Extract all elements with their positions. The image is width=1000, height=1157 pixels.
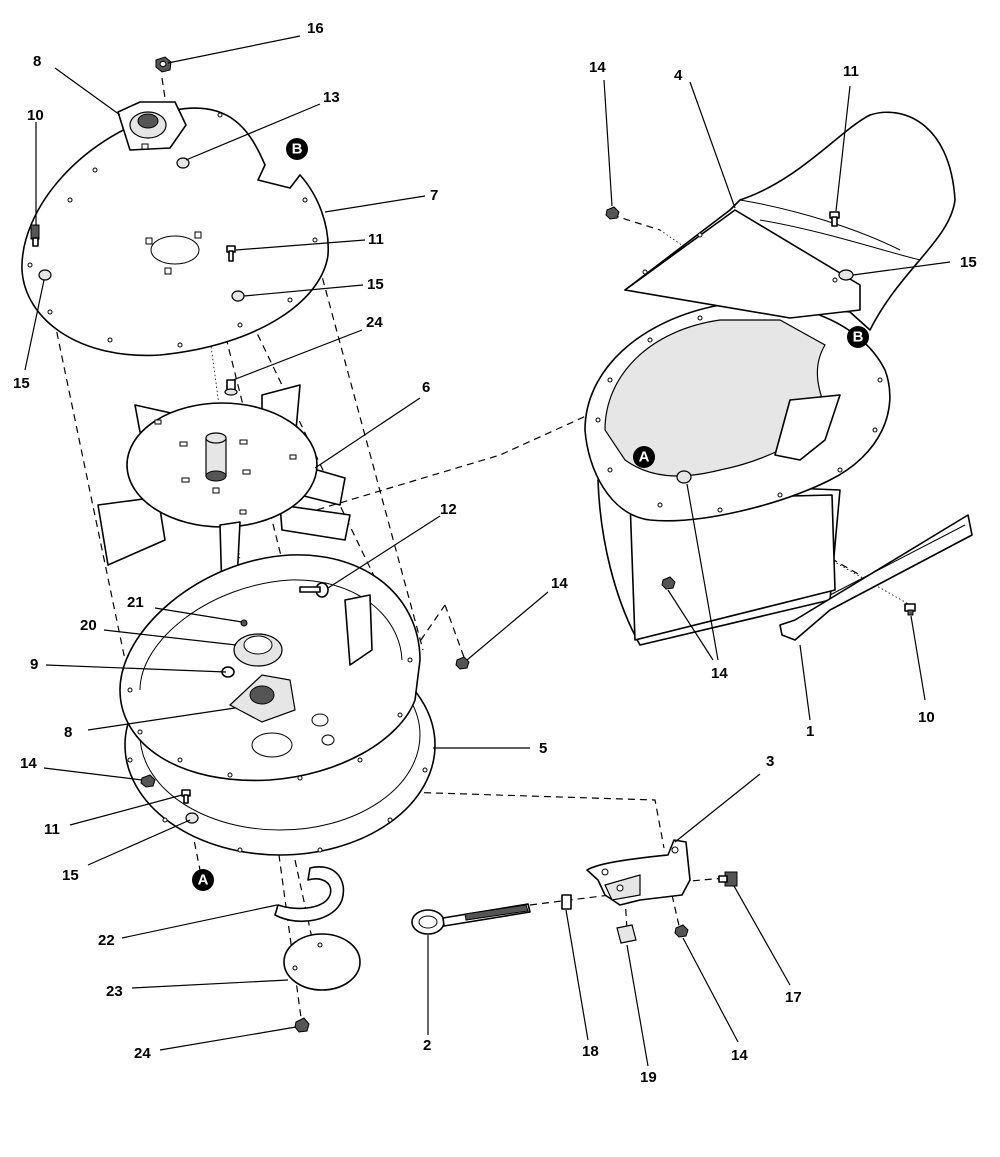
svg-text:A: A — [198, 872, 209, 889]
disc-23 — [283, 933, 361, 991]
nut-14-bracket — [674, 924, 689, 938]
callout-13: 13 — [323, 89, 340, 106]
callout-23: 23 — [106, 983, 123, 1000]
callout-15-plate: 15 — [367, 276, 384, 293]
nut-14-mid — [455, 656, 470, 670]
callout-15-chute: 15 — [960, 254, 977, 271]
washer-14-chute — [676, 470, 692, 484]
callout-10-left: 10 — [27, 107, 44, 124]
nut-14-chute-low — [661, 576, 676, 590]
deflector-strip-1 — [779, 514, 973, 641]
nut-14-left — [140, 774, 156, 788]
callout-16: 16 — [307, 20, 324, 37]
washer-15-chute — [838, 269, 854, 281]
bracket-3 — [586, 839, 691, 906]
callout-7: 7 — [430, 187, 438, 204]
callout-21: 21 — [127, 594, 144, 611]
callout-22: 22 — [98, 932, 115, 949]
c-clip-22 — [274, 866, 345, 923]
top-plate — [21, 107, 329, 357]
eye-bolt-2 — [411, 903, 531, 935]
callout-11-plate: 11 — [368, 231, 384, 248]
nut-14-chute-top — [605, 206, 620, 220]
callout-6: 6 — [422, 379, 430, 396]
nut-24-lower — [294, 1017, 310, 1033]
bolt-12 — [299, 582, 329, 598]
callout-labels: 16 8 13 10 7 11 15 15 24 6 12 21 20 9 8 … — [13, 20, 977, 1086]
callout-20: 20 — [80, 617, 97, 634]
callout-4: 4 — [674, 67, 683, 84]
washer-13 — [176, 157, 190, 169]
callout-14-mid: 14 — [551, 575, 568, 592]
marker-b-chute: B — [847, 326, 869, 348]
callout-8-top: 8 — [33, 53, 41, 70]
square-nut-19 — [616, 924, 637, 944]
callout-17: 17 — [785, 989, 802, 1006]
callout-8-low: 8 — [64, 724, 72, 741]
callout-14-left: 14 — [20, 755, 37, 772]
callout-24-top: 24 — [366, 314, 383, 331]
washer-15-plate — [231, 290, 245, 302]
top-bearing-flange — [117, 101, 187, 151]
marker-a-housing: A — [192, 869, 214, 891]
housing — [119, 554, 436, 856]
svg-text:A: A — [639, 449, 650, 466]
callout-2: 2 — [423, 1037, 431, 1054]
top-nut — [155, 56, 172, 73]
bolt-10-right — [904, 603, 916, 616]
callout-10-right: 10 — [918, 709, 935, 726]
callout-14-chute-low: 14 — [711, 665, 728, 682]
leader-lines — [24, 35, 951, 1067]
nut-18 — [561, 894, 572, 910]
callout-14-chute: 14 — [589, 59, 606, 76]
svg-text:B: B — [292, 141, 303, 158]
washer-15-left — [38, 269, 52, 281]
callout-24-lower: 24 — [134, 1045, 151, 1062]
callout-9: 9 — [30, 656, 38, 673]
bolt-10-left — [30, 224, 40, 247]
callout-1: 1 — [806, 723, 814, 740]
callout-15-left: 15 — [13, 375, 30, 392]
callout-3: 3 — [766, 753, 774, 770]
callout-11-lower: 11 — [44, 821, 60, 838]
callout-18: 18 — [582, 1043, 599, 1060]
callout-19: 19 — [640, 1069, 657, 1086]
svg-text:B: B — [853, 329, 864, 346]
callout-15-lower: 15 — [62, 867, 79, 884]
pin-11-lower — [181, 789, 191, 804]
pin-11-plate — [226, 245, 236, 262]
impeller — [97, 384, 351, 601]
shaft-bolt-24 — [224, 379, 238, 396]
callout-5: 5 — [539, 740, 547, 757]
callout-14-bracket: 14 — [731, 1047, 748, 1064]
callout-12: 12 — [440, 501, 457, 518]
discharge-chute — [584, 111, 956, 646]
marker-b-plate: B — [286, 138, 308, 160]
callout-11-chute: 11 — [843, 63, 859, 80]
marker-a-chute: A — [633, 446, 655, 468]
bolt-17 — [718, 871, 738, 887]
pin-11-chute — [829, 211, 840, 227]
